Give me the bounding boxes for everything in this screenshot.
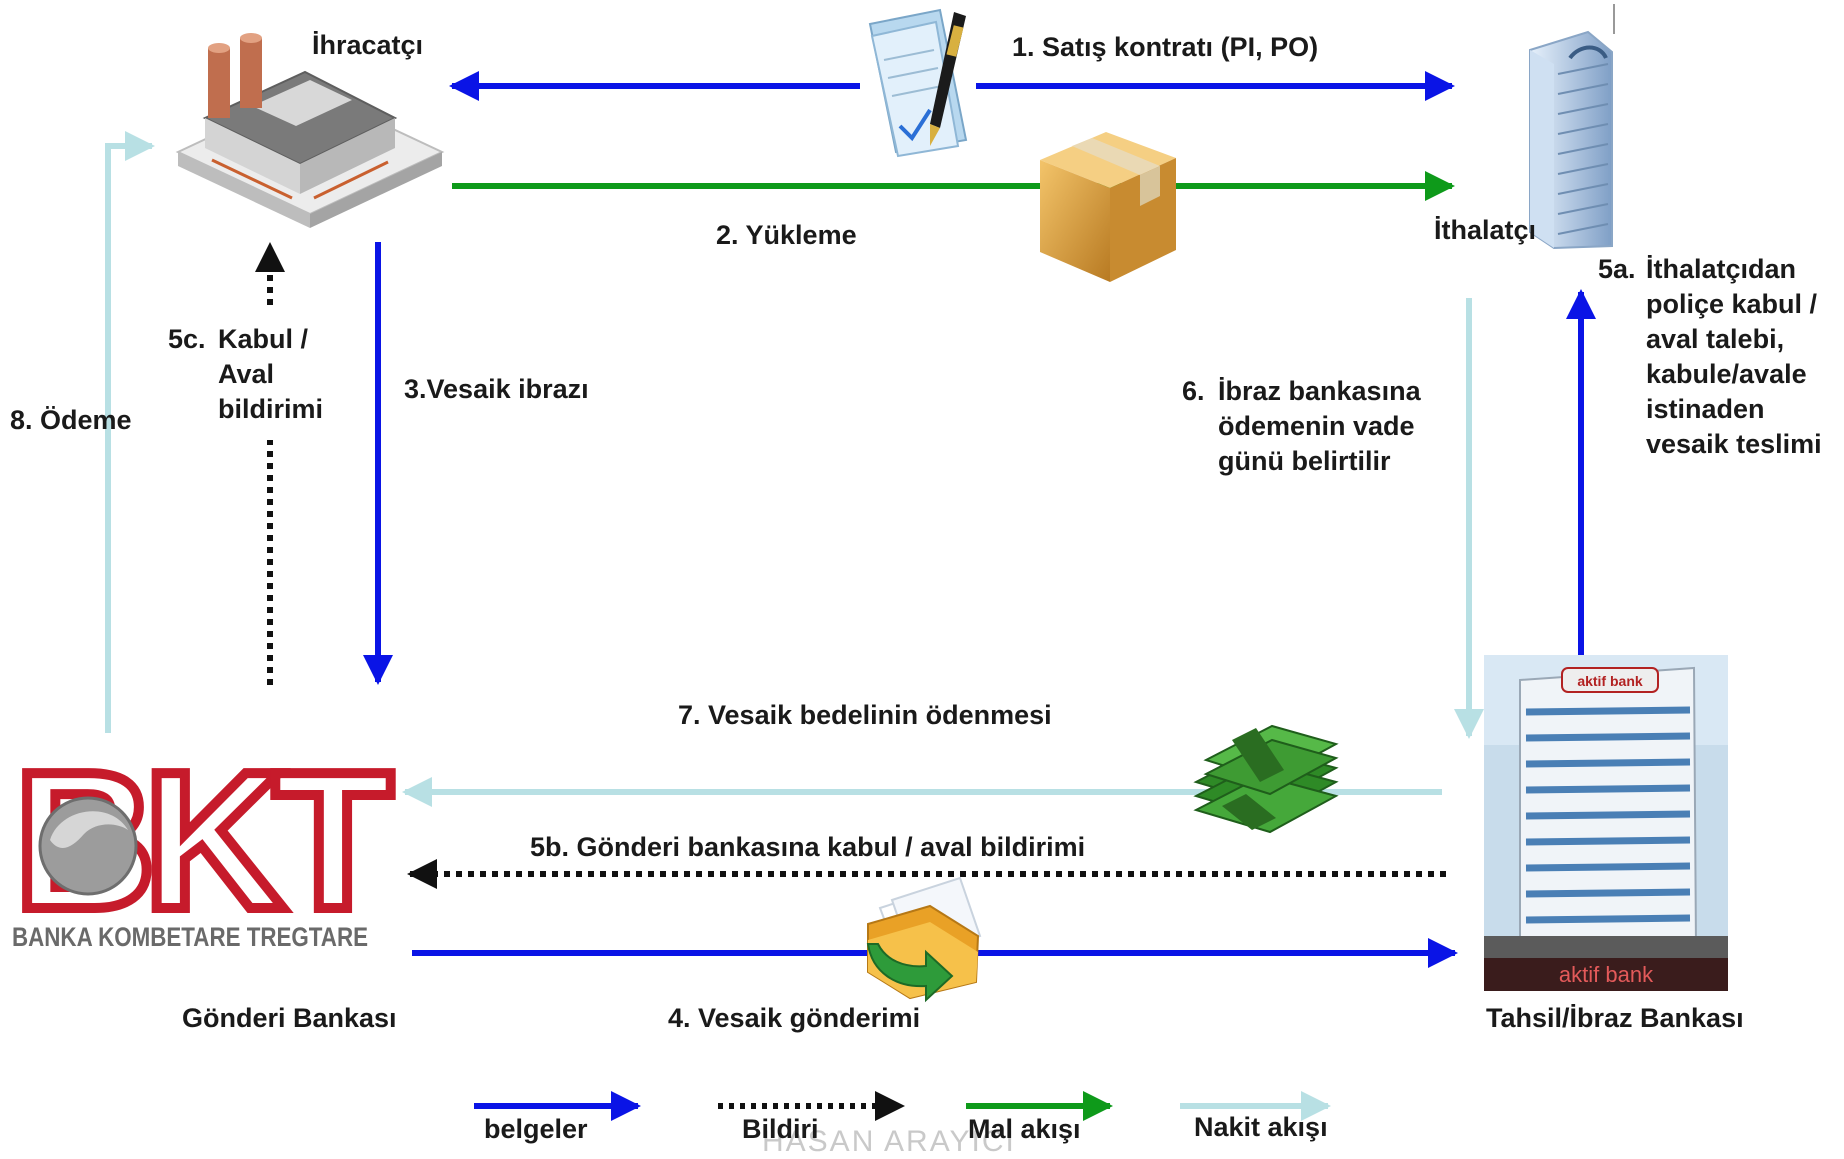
step-5c-text: Kabul / Aval bildirimi <box>218 322 323 427</box>
office-tower-icon <box>1529 4 1615 250</box>
step-5a-line: vesaik teslimi <box>1646 429 1822 459</box>
step-3-label: 3.Vesaik ibrazı <box>404 374 589 404</box>
sending-bank-label: Gönderi Bankası <box>182 1003 397 1033</box>
arrow-8 <box>105 131 155 733</box>
step-7-label: 7. Vesaik bedelinin ödenmesi <box>678 700 1052 730</box>
step-4-label: 4. Vesaik gönderimi <box>668 1003 921 1033</box>
bkt-logo: BKT BANKA KOMBETARE TREGTARE <box>9 726 408 955</box>
importer-label: İthalatçı <box>1434 215 1537 245</box>
cash-stack-icon <box>1193 724 1339 834</box>
step-5c-number: 5c. <box>168 324 206 354</box>
aktif-sign-bottom: aktif bank <box>1559 962 1654 987</box>
step-5a-number: 5a. <box>1598 254 1636 284</box>
cardboard-box-icon <box>1040 132 1176 282</box>
step-6-text: İbraz bankasına ödemenin vade günü belir… <box>1218 374 1421 479</box>
step-5a-text: İthalatçıdan poliçe kabul / aval talebi,… <box>1646 252 1822 462</box>
step-5b-label: 5b. Gönderi bankasına kabul / aval bildi… <box>530 832 1086 862</box>
signed-document-icon <box>868 8 968 158</box>
step-5a-line: aval talebi, <box>1646 324 1785 354</box>
step-5a-line: istinaden <box>1646 394 1765 424</box>
legend-notice-label: Bildiri <box>742 1114 819 1144</box>
bank-building-icon: aktif bank aktif bank <box>1484 655 1728 991</box>
legend-documents-label: belgeler <box>484 1114 588 1144</box>
factory-icon <box>175 33 445 228</box>
bkt-logo-name: BANKA KOMBETARE TREGTARE <box>12 922 368 952</box>
folder-transfer-icon <box>866 876 982 1003</box>
legend-goods-label: Mal akışı <box>968 1114 1081 1144</box>
aktif-sign-top: aktif bank <box>1577 673 1643 689</box>
step-5a-line: poliçe kabul / <box>1646 289 1818 319</box>
step-2-label: 2. Yükleme <box>716 220 857 250</box>
collecting-bank-label: Tahsil/İbraz Bankası <box>1486 1003 1744 1033</box>
step-5c-line: bildirimi <box>218 394 324 424</box>
step-1-label: 1. Satış kontratı (PI, PO) <box>1012 32 1319 62</box>
step-6-line: günü belirtilir <box>1218 446 1391 476</box>
legend-cash-label: Nakit akışı <box>1194 1112 1328 1142</box>
step-5c-line: Kabul / <box>218 324 309 354</box>
step-5c-line: Aval <box>218 359 275 389</box>
step-5a-line: kabule/avale <box>1646 359 1807 389</box>
step-5a-line: İthalatçıdan <box>1646 254 1797 284</box>
step-6-number: 6. <box>1182 376 1205 406</box>
step-8-label: 8. Ödeme <box>10 405 132 435</box>
step-6-line: İbraz bankasına <box>1218 376 1421 406</box>
step-6-line: ödemenin vade <box>1218 411 1415 441</box>
exporter-label: İhracatçı <box>312 30 424 60</box>
